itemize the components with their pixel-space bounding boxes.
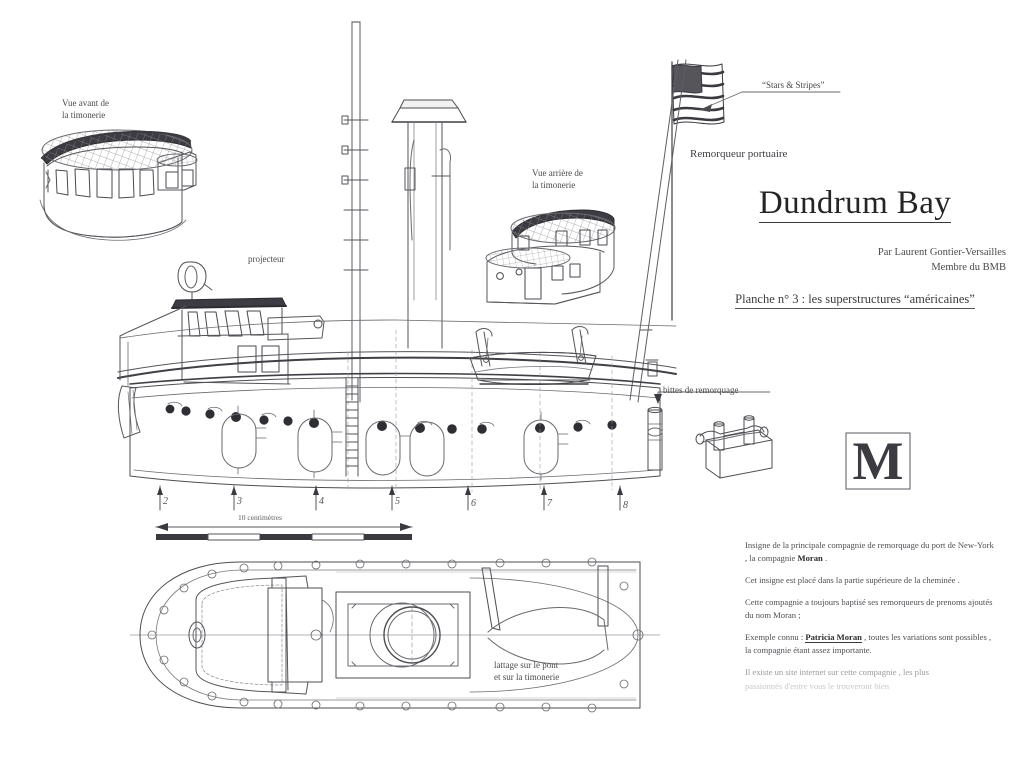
- note-1-company: Moran: [797, 553, 823, 564]
- note-4-text-a: Exemple connu :: [745, 632, 806, 643]
- hull-side-view: [129, 329, 661, 493]
- byline-membership: Membre du BMB: [931, 262, 1006, 274]
- station-mark-6: 6: [471, 498, 476, 509]
- note-paragraph-4: Exemple connu : Patricia Moran , toutes …: [745, 631, 995, 657]
- label-scale-caption: 10 centimètres: [238, 513, 282, 522]
- moran-logo: M: [845, 432, 911, 490]
- station-mark-5: 5: [395, 496, 400, 507]
- station-ticks: [157, 485, 623, 511]
- byline-author: Par Laurent Gontier-Versailles: [877, 246, 1006, 258]
- scale-bar: [155, 523, 413, 541]
- note-paragraph-5: Il existe un site internet sur cette com…: [745, 666, 995, 692]
- wheelhouse-front-view: [39, 129, 198, 241]
- station-mark-2: 2: [163, 496, 168, 507]
- label-rear-wheelhouse: Vue arrière de la timonerie: [532, 168, 583, 190]
- station-mark-7: 7: [547, 498, 552, 509]
- deck-plan-view: [129, 557, 661, 713]
- station-mark-3: 3: [237, 496, 242, 507]
- lifeboat-and-davits: [469, 326, 597, 385]
- label-towing-bitts: bittes de remorquage: [663, 385, 739, 395]
- label-deck-planking: lattage sur le pont et sur la timonerie: [494, 660, 560, 682]
- note-paragraph-3: Cette compagnie a toujours baptisé ses r…: [745, 597, 993, 621]
- station-mark-4: 4: [319, 496, 324, 507]
- moran-logo-letter: M: [853, 432, 904, 490]
- bulwark: [117, 305, 677, 439]
- label-flag: “Stars & Stripes”: [762, 80, 825, 90]
- note-1-text-a: Insigne de la principale compagnie de re…: [745, 540, 994, 564]
- note-4-boat-name: Patricia Moran: [805, 632, 862, 644]
- byline: Par Laurent Gontier-Versailles Membre du…: [690, 245, 1020, 277]
- note-4-text-c: , toutes les variations sont possibles ,…: [745, 632, 992, 656]
- label-front-wheelhouse: Vue avant de la timonerie: [62, 98, 109, 120]
- masts: [341, 21, 687, 403]
- towing-bitts-detail: [647, 391, 773, 479]
- wheelhouse-rear-view: [485, 209, 616, 305]
- funnel: [391, 99, 467, 349]
- american-flag: [671, 61, 841, 321]
- station-mark-8: 8: [623, 500, 628, 511]
- wheelhouse-side: [171, 261, 325, 385]
- note-paragraph-1: Insigne de la principale compagnie de re…: [745, 539, 995, 565]
- searchlight: [177, 261, 213, 301]
- title-block: Dundrum Bay Par Laurent Gontier-Versaill…: [690, 185, 1020, 310]
- page-title: Dundrum Bay: [758, 185, 952, 223]
- note-paragraph-2: Cet insigne est placé dans la partie sup…: [745, 575, 960, 586]
- note-5-text-cutoff: passionnés d'entre vous le trouveront bi…: [745, 680, 890, 691]
- label-tug-type: Remorqueur portuaire: [690, 148, 788, 160]
- label-searchlight: projecteur: [248, 254, 285, 264]
- note-1-text-c: .: [822, 553, 828, 564]
- plate-subtitle: Planche n° 3 : les superstructures “amér…: [735, 292, 975, 310]
- notes-block: Insigne de la principale compagnie de re…: [745, 539, 995, 702]
- note-5-text-a: Il existe un site internet sur cette com…: [745, 667, 929, 678]
